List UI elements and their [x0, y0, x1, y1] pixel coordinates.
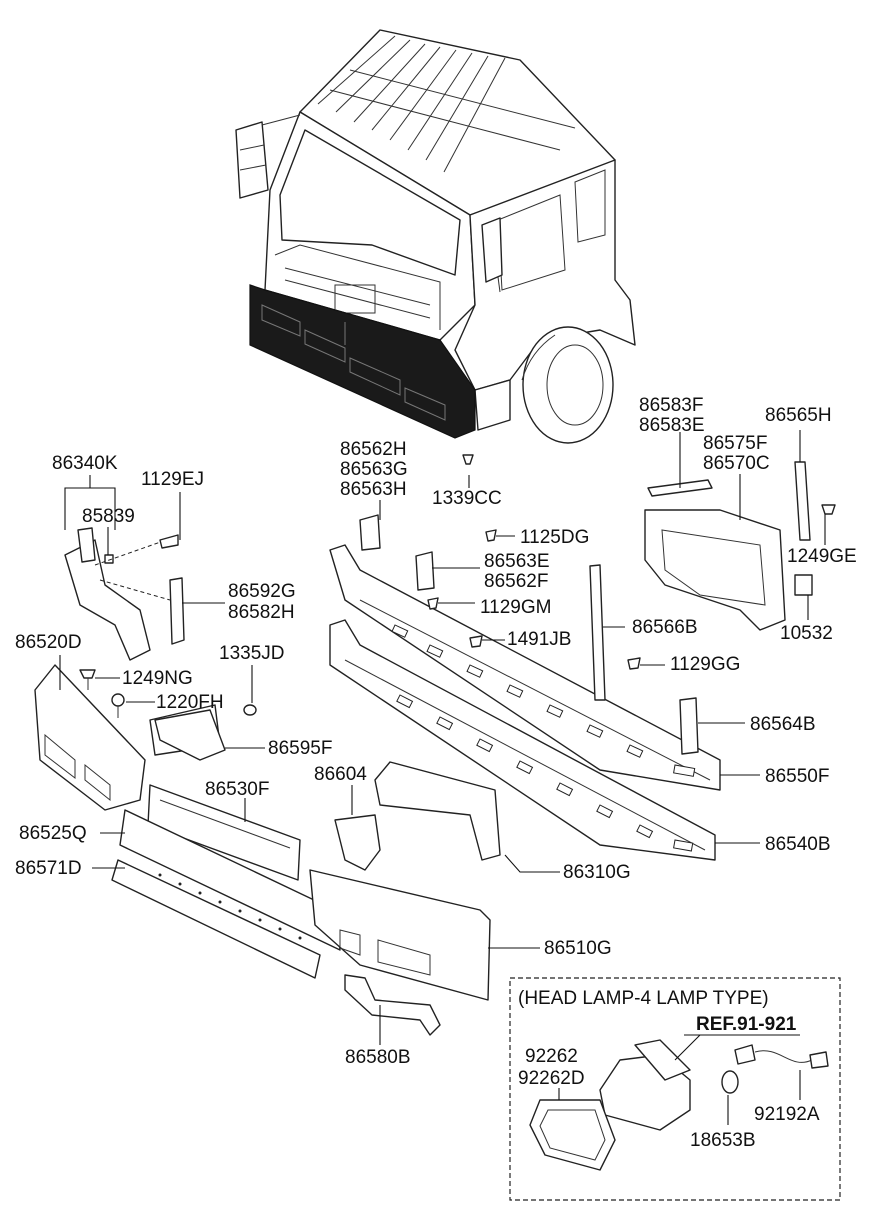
bumper-cover-panel — [374, 761, 501, 861]
label-86530F: 86530F — [205, 779, 269, 800]
leader-lines — [59, 430, 826, 1045]
inset-title: (HEAD LAMP-4 LAMP TYPE) — [518, 988, 769, 1009]
label-86562F: 86562F — [484, 571, 548, 592]
label-86604: 86604 — [314, 764, 367, 785]
label-86550F: 86550F — [765, 766, 829, 787]
label-86592G: 86592G — [228, 581, 296, 602]
label-1249GE: 1249GE — [787, 546, 857, 567]
label-86566B: 86566B — [632, 617, 698, 638]
label-1129GG: 1129GG — [670, 654, 740, 675]
label-86310G: 86310G — [563, 862, 631, 883]
bumper-beam-upper — [329, 544, 721, 791]
label-86571D: 86571D — [15, 858, 82, 879]
label-92262D: 92262D — [518, 1068, 585, 1089]
headlamp-inset — [509, 977, 841, 1201]
label-86340K: 86340K — [52, 453, 118, 474]
label-86580B: 86580B — [345, 1047, 411, 1068]
inset-ref-link[interactable]: REF.91-921 — [696, 1014, 797, 1035]
label-86563H: 86563H — [340, 479, 407, 500]
front-bumper-main — [309, 869, 491, 1001]
headlamp-bezel — [529, 1099, 616, 1171]
label-1220FH: 1220FH — [156, 692, 224, 713]
part-labels: 86340K 85839 1129EJ 86592G 86582H 86520D… — [15, 395, 857, 1151]
bulb — [721, 1070, 739, 1094]
label-1339CC: 1339CC — [432, 488, 502, 509]
label-86570C: 86570C — [703, 453, 770, 474]
label-1249NG: 1249NG — [122, 668, 193, 689]
label-92192A: 92192A — [754, 1104, 820, 1125]
label-86563G: 86563G — [340, 459, 408, 480]
bumper-lower-bracket — [344, 974, 441, 1036]
label-1335JD: 1335JD — [219, 643, 285, 664]
bumper-side-bracket-right — [334, 814, 381, 871]
label-1125DG: 1125DG — [520, 527, 589, 548]
bumper-beam-lower — [329, 619, 716, 861]
inset-frame — [509, 977, 841, 1201]
label-86595F: 86595F — [268, 738, 332, 759]
label-1129GM: 1129GM — [480, 597, 551, 618]
label-1129EJ: 1129EJ — [141, 469, 204, 490]
label-86540B: 86540B — [765, 834, 831, 855]
label-18653B: 18653B — [690, 1130, 756, 1151]
label-86565H: 86565H — [765, 405, 832, 426]
wiring-connector — [734, 1044, 756, 1065]
label-86563E: 86563E — [484, 551, 550, 572]
label-86510G: 86510G — [544, 938, 612, 959]
bumper-center-bar — [147, 784, 301, 881]
label-86562H: 86562H — [340, 439, 407, 460]
label-1491JB: 1491JB — [507, 629, 571, 650]
label-10532: 10532 — [780, 623, 833, 644]
truck-cab-illustration — [235, 29, 636, 444]
label-86520D: 86520D — [15, 632, 82, 653]
label-86575F: 86575F — [703, 433, 767, 454]
label-86564B: 86564B — [750, 714, 816, 735]
beam-fittings — [359, 454, 699, 755]
side-bracket-parts — [64, 527, 257, 718]
label-86583E: 86583E — [639, 415, 705, 436]
label-86525Q: 86525Q — [19, 823, 87, 844]
label-92262: 92262 — [525, 1046, 578, 1067]
label-86583F: 86583F — [639, 395, 703, 416]
bumper-side-bracket-left — [154, 709, 226, 761]
label-85839: 85839 — [82, 506, 135, 527]
label-86582H: 86582H — [228, 602, 295, 623]
